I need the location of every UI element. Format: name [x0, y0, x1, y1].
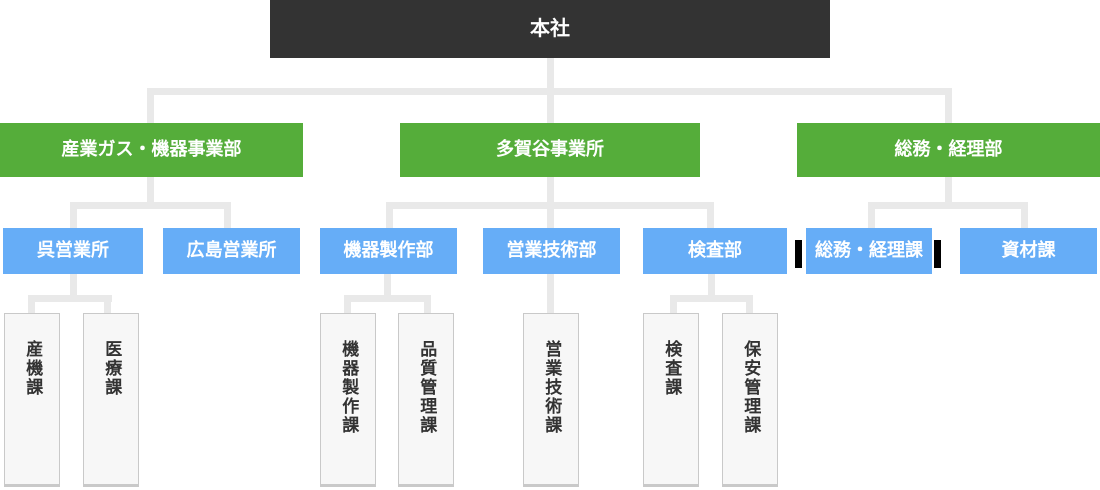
node-inspection-dept: 検査部 — [643, 228, 787, 274]
connector-kiki-drop-a — [344, 302, 351, 313]
connector-kensa-drop-b — [746, 302, 753, 313]
node-general-affairs-accounting-section: 総務・経理課 — [806, 228, 932, 274]
connector-div3-hbar — [868, 202, 1028, 209]
node-inspection-section: 検査課 — [643, 313, 699, 487]
connector-l1-hbar — [147, 88, 952, 95]
connector-div3-stem — [945, 177, 952, 202]
connector-div2-hbar — [386, 202, 714, 209]
node-quality-control-section: 品質管理課 — [398, 313, 454, 487]
node-hiroshima-sales-office: 広島営業所 — [163, 228, 300, 274]
connector-l1-drop-left — [147, 95, 154, 123]
connector-kensa-stem — [708, 274, 715, 295]
node-safety-management-section: 保安管理課 — [722, 313, 778, 487]
node-kure-sales-office: 呉営業所 — [3, 228, 143, 274]
connector-kiki-hbar — [344, 295, 431, 302]
connector-div2-drop-a — [386, 209, 393, 228]
connector-div1-hbar — [70, 202, 231, 209]
connector-div1-stem — [147, 177, 154, 202]
node-sales-engineering-dept: 営業技術部 — [483, 228, 620, 274]
connector-div1-drop-b — [224, 209, 231, 228]
node-medical-section: 医療課 — [83, 313, 139, 487]
connector-kure-drop-b — [104, 302, 111, 313]
connector-eigyo-stem — [547, 274, 554, 313]
accent-bar-right — [934, 240, 941, 268]
connector-kiki-stem — [384, 274, 391, 295]
connector-div2-drop-c — [707, 209, 714, 228]
node-equipment-manufacturing-section: 機器製作課 — [320, 313, 376, 487]
connector-l1-drop-mid — [547, 95, 554, 123]
node-industrial-machinery-section: 産機課 — [4, 313, 60, 487]
node-materials-section: 資材課 — [960, 228, 1097, 274]
connector-kure-hbar — [28, 295, 112, 302]
connector-root-stem — [547, 58, 554, 91]
connector-kiki-drop-b — [424, 302, 431, 313]
node-industrial-gas-equipment-division: 産業ガス・機器事業部 — [0, 123, 303, 177]
connector-kure-stem — [70, 274, 77, 295]
node-equipment-manufacturing-dept: 機器製作部 — [320, 228, 457, 274]
node-sales-engineering-section: 営業技術課 — [523, 313, 579, 487]
accent-bar-left — [795, 240, 802, 268]
connector-div3-drop-a — [868, 209, 875, 228]
connector-l1-drop-right — [945, 95, 952, 123]
connector-kure-drop-a — [28, 302, 35, 313]
connector-div2-drop-b — [547, 209, 554, 228]
node-tagaya-works: 多賀谷事業所 — [400, 123, 700, 177]
connector-div2-stem — [547, 177, 554, 202]
connector-kensa-drop-a — [670, 302, 677, 313]
node-head-office: 本社 — [270, 0, 830, 58]
connector-div1-drop-a — [70, 209, 77, 228]
connector-div3-drop-b — [1021, 209, 1028, 228]
node-general-affairs-accounting-dept: 総務・経理部 — [797, 123, 1100, 177]
connector-kensa-hbar — [670, 295, 753, 302]
